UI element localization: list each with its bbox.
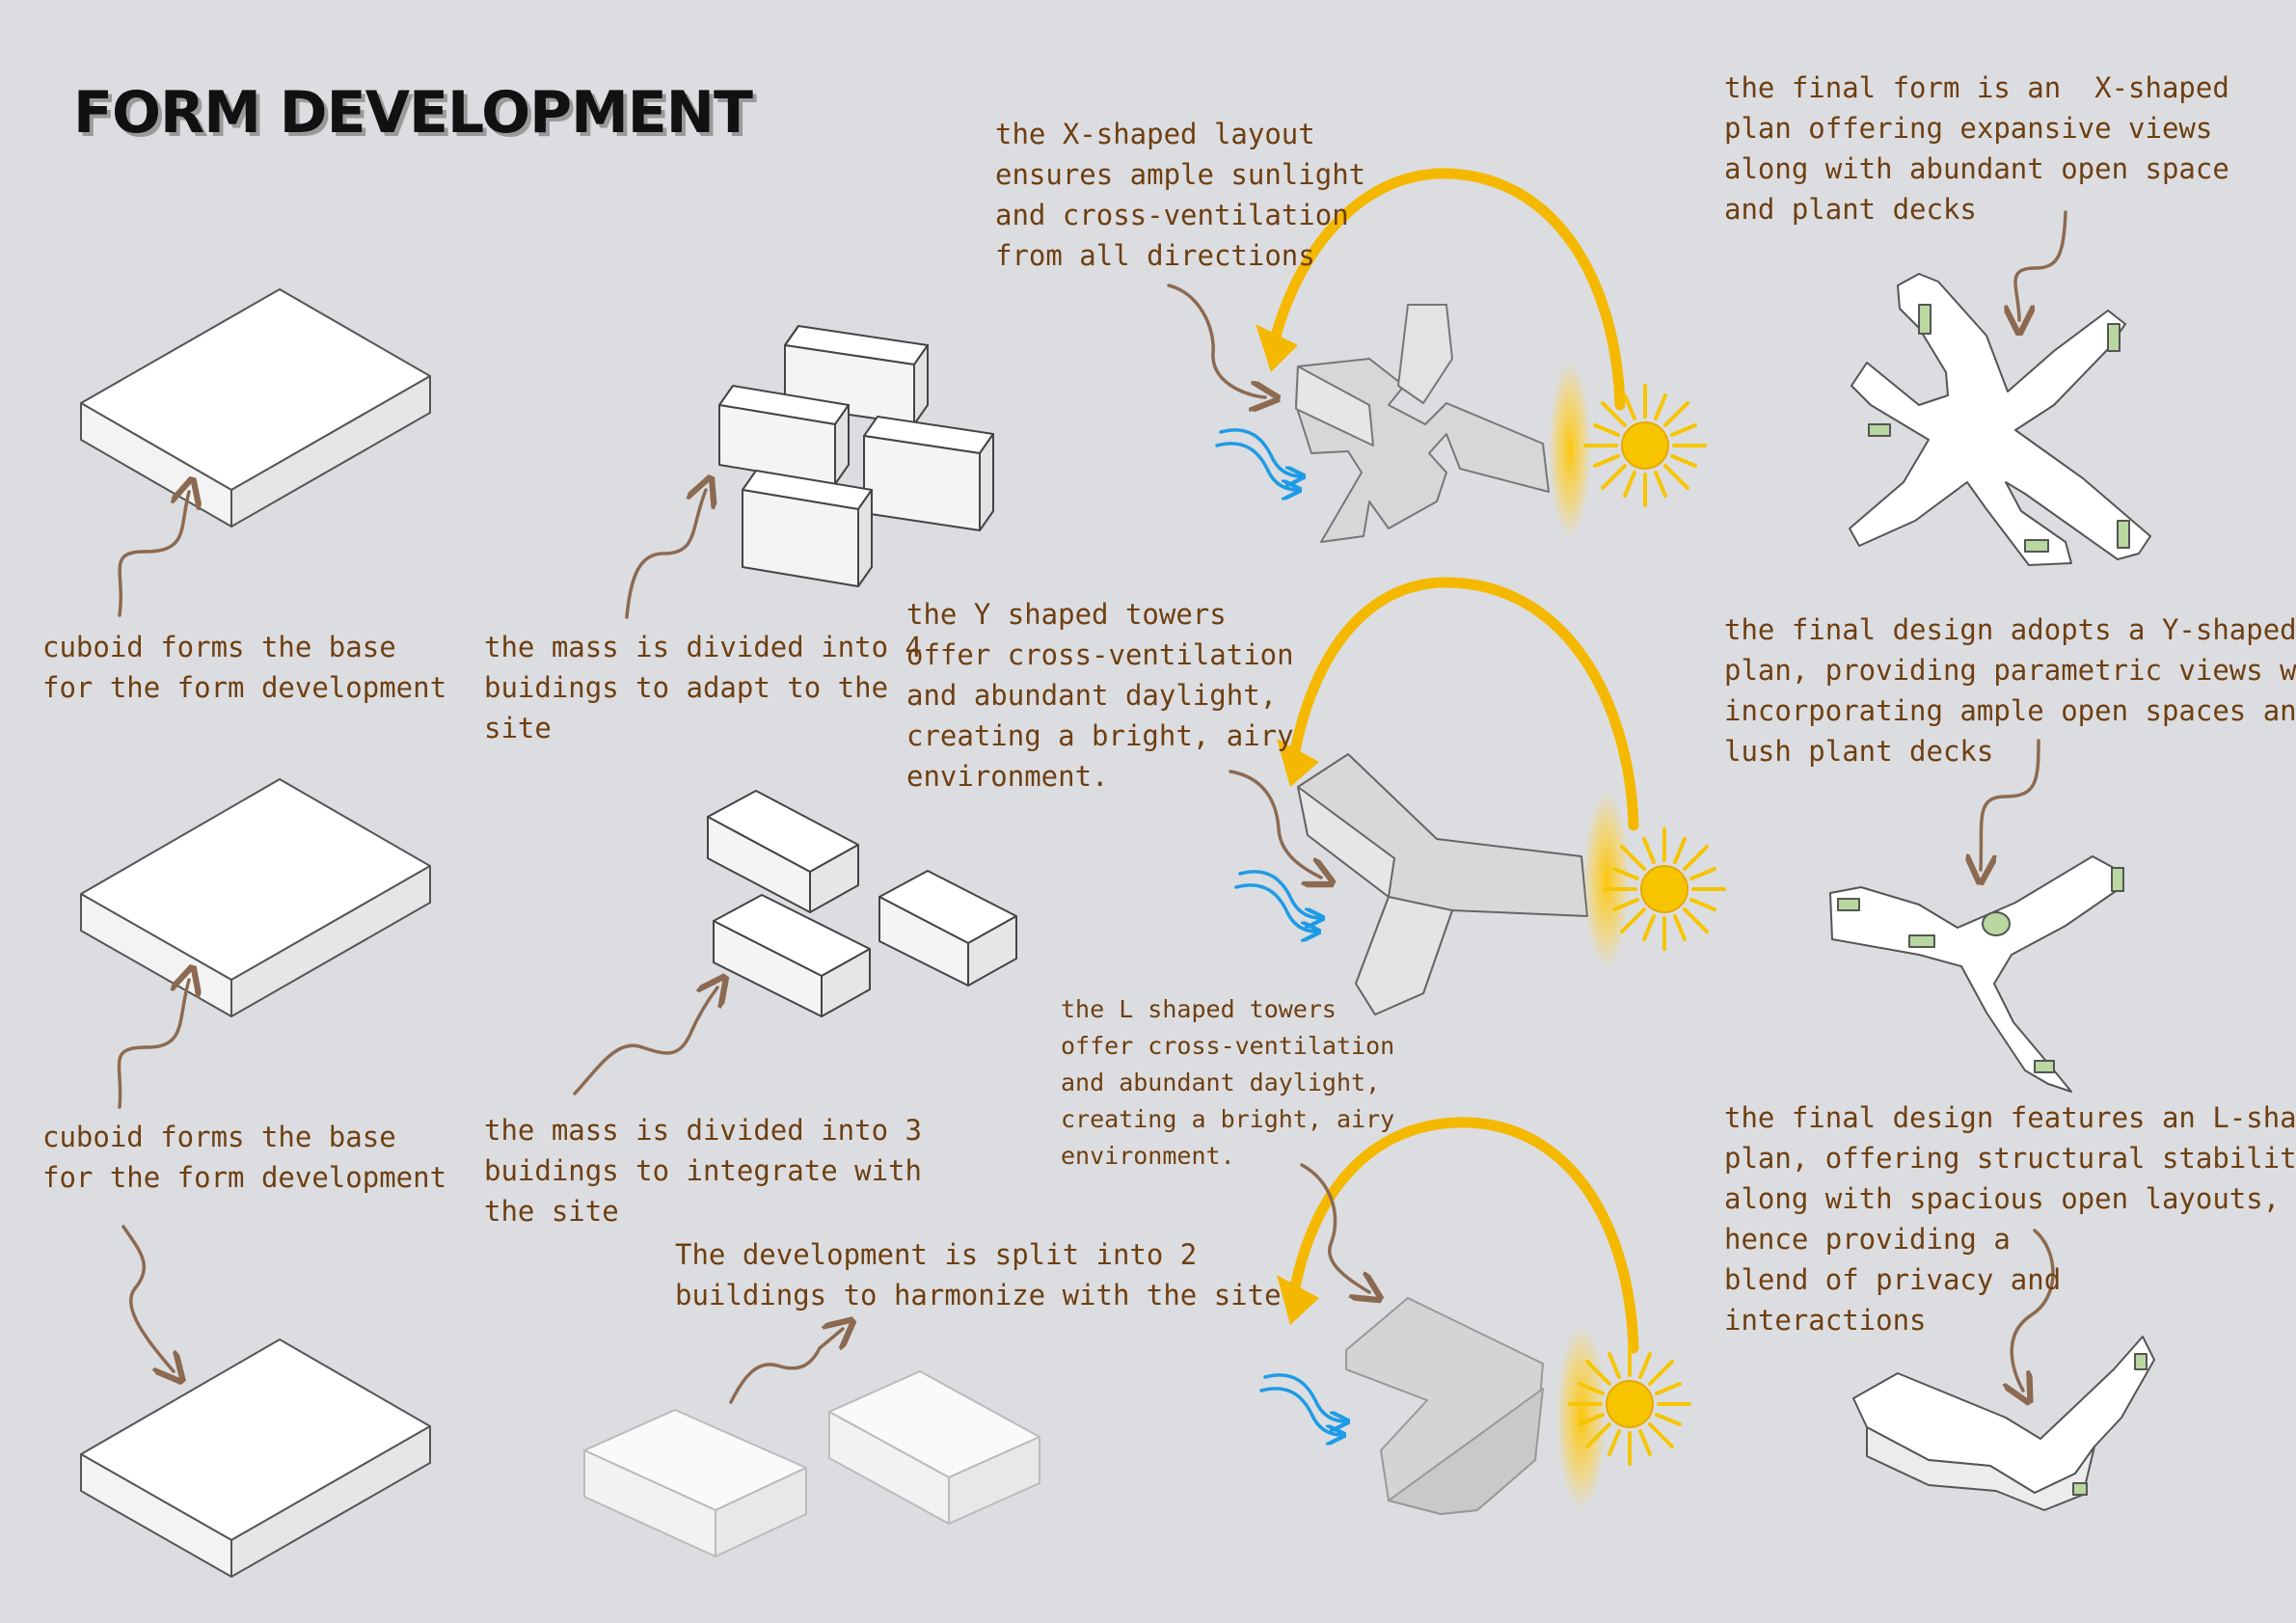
sun-icon: [1570, 1344, 1689, 1464]
cuboid-2: [81, 779, 430, 1016]
wind-icon: [1236, 872, 1321, 932]
label-mass-three: the mass is divided into 3 buidings to i…: [484, 1110, 922, 1231]
sun-icon: [1605, 829, 1724, 949]
label-x-layout: the X-shaped layout ensures ample sunlig…: [995, 114, 1365, 276]
label-cuboid-base-1: cuboid forms the base for the form devel…: [42, 627, 446, 708]
label-l-towers: the L shaped towers offer cross-ventilat…: [1061, 991, 1394, 1175]
l-shaped-massing: [1346, 1298, 1543, 1514]
sun-glow: [1583, 791, 1630, 968]
x-shaped-massing: [1296, 305, 1549, 542]
wind-icon: [1261, 1375, 1346, 1435]
sun-icon: [1585, 386, 1705, 505]
label-cuboid-base-2: cuboid forms the base for the form devel…: [42, 1117, 446, 1198]
cuboid-3: [81, 1339, 430, 1577]
page-title: FORM DEVELOPMENT: [73, 79, 752, 147]
y-shaped-final-form: [1830, 856, 2123, 1092]
y-shaped-massing: [1298, 754, 1587, 1014]
label-x-final: the final form is an X-shaped plan offer…: [1724, 68, 2229, 230]
x-shaped-final-form: [1850, 274, 2150, 565]
label-y-towers: the Y shaped towers offer cross-ventilat…: [906, 594, 1294, 797]
mass-three-buildings: [708, 791, 1016, 1016]
mass-two-buildings: [584, 1371, 1040, 1556]
cuboid-1: [81, 289, 430, 527]
label-y-final: the final design adopts a Y-shaped plan,…: [1724, 609, 2296, 771]
label-l-final: the final design features an L-shaped pl…: [1724, 1097, 2296, 1340]
label-mass-two: The development is split into 2 building…: [675, 1234, 1282, 1315]
sun-glow: [1549, 361, 1591, 538]
l-shaped-final-form: [1853, 1337, 2154, 1510]
wind-icon: [1217, 430, 1302, 490]
label-mass-four: the mass is divided into 4 buidings to a…: [484, 627, 922, 748]
mass-four-buildings: [719, 326, 993, 586]
